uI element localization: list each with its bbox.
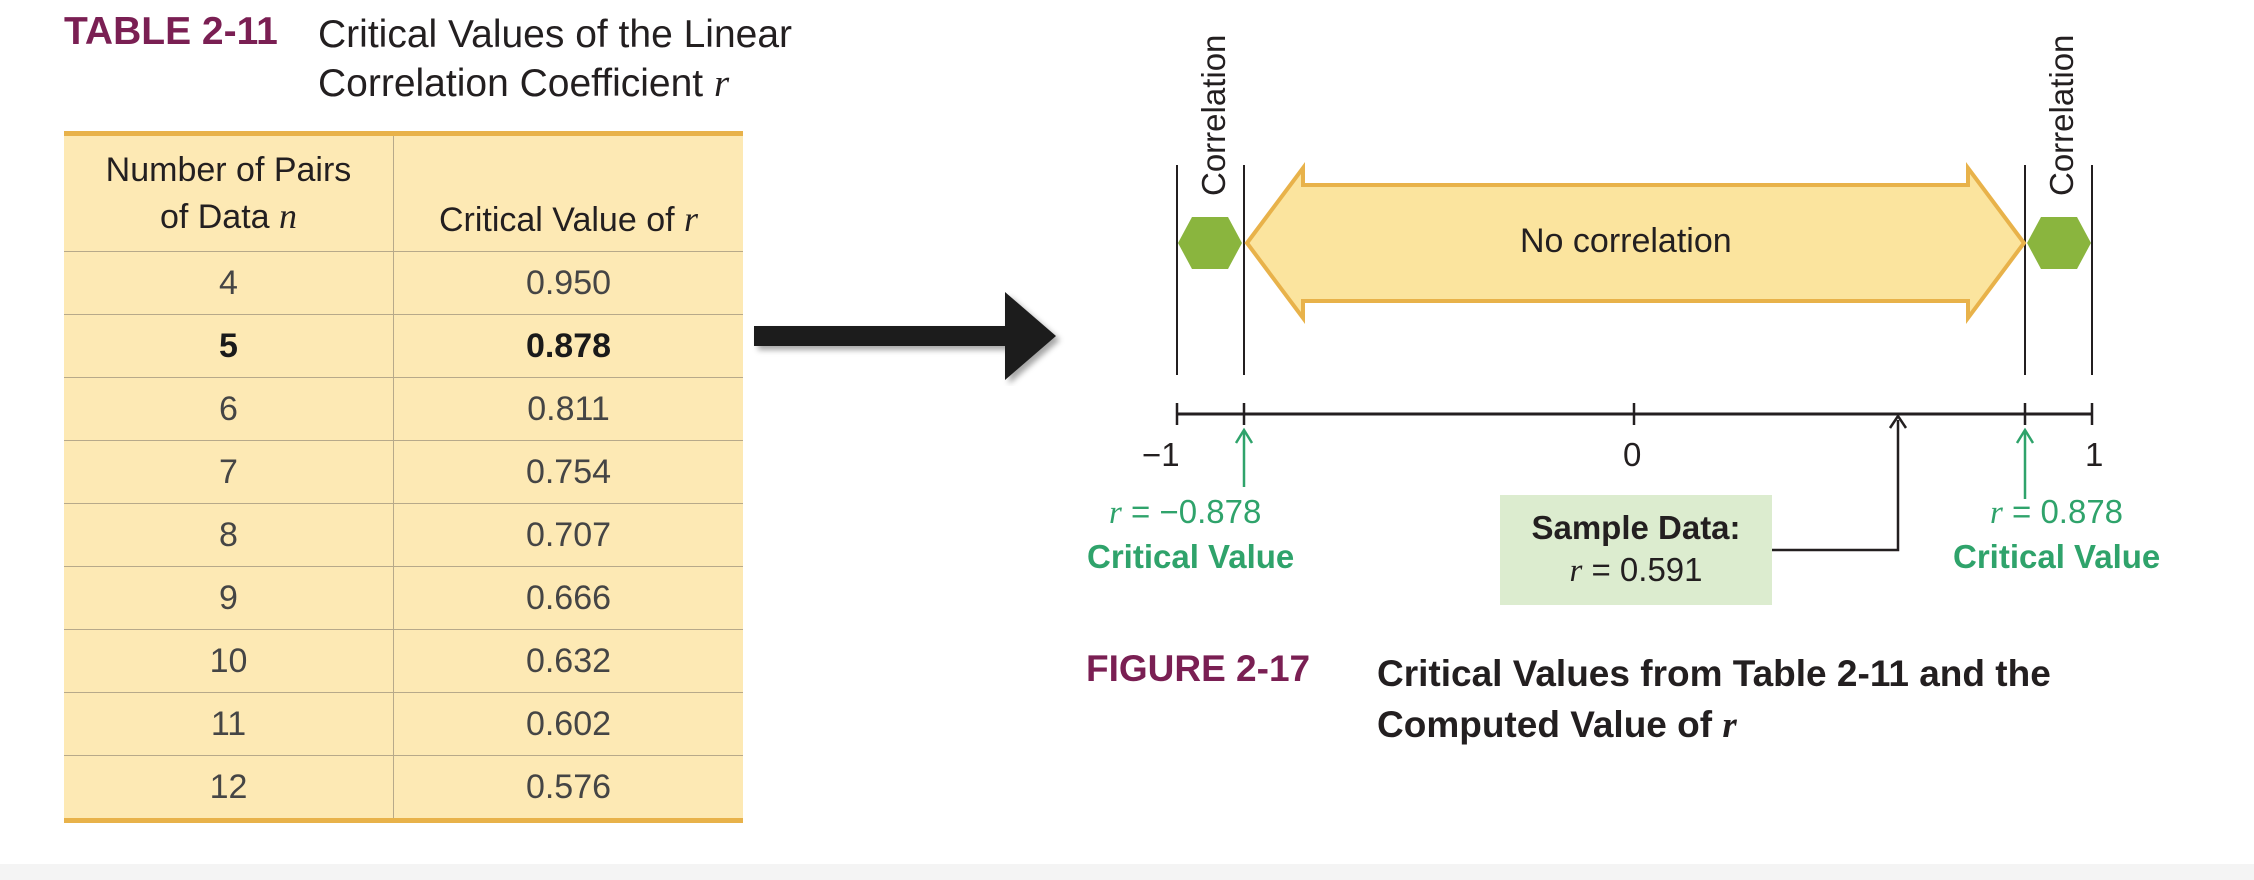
right-critical-arrowhead-icon (2015, 427, 2035, 444)
table-title-line2: Correlation Coefficient (318, 62, 704, 105)
no-correlation-arrow-icon (1244, 161, 2027, 325)
big-arrow-icon (754, 292, 1056, 380)
cell-pairs: 10 (64, 629, 394, 693)
left-critical-caption: Critical Value (1087, 538, 1295, 575)
right-critical-caption: Critical Value (1953, 538, 2161, 575)
right-critical-value: r = 0.878 (1990, 493, 2123, 532)
left-critical-value: r = −0.878 (1109, 493, 1261, 532)
cell-critical-value: 0.811 (393, 377, 743, 441)
figure-caption: Critical Values from Table 2-11 and the … (1377, 648, 2051, 751)
right-correlation-label: Correlation (2043, 34, 2080, 196)
table-header-row: Number of Pairs of Data n Critical Value… (64, 131, 743, 252)
sample-arrowhead-icon (1888, 413, 1908, 429)
header-pairs: Number of Pairs of Data n (64, 131, 394, 252)
tick-label-plus-one: 1 (2085, 436, 2104, 473)
header-critical-text: Critical Value of (438, 201, 675, 239)
cell-pairs: 8 (64, 503, 394, 567)
cell-critical-value: 0.632 (393, 629, 743, 693)
figure-caption-var: r (1722, 705, 1737, 746)
table-label: TABLE 2-11 (64, 10, 278, 53)
header-critical-var: r (684, 199, 699, 239)
cell-critical-value: 0.950 (393, 251, 743, 315)
cell-pairs: 9 (64, 566, 394, 630)
right-critical-var: r (1990, 495, 2003, 531)
cell-critical-value: 0.576 (393, 755, 743, 823)
sample-data-title: Sample Data: (1531, 509, 1741, 546)
table-title-line1: Critical Values of the Linear (318, 13, 793, 56)
cell-pairs: 5 (64, 314, 394, 378)
cell-critical-value: 0.754 (393, 440, 743, 504)
bottom-strip (0, 864, 2254, 880)
critical-values-table: Number of Pairs of Data n Critical Value… (64, 131, 743, 823)
tick-label-zero: 0 (1623, 436, 1642, 473)
cell-pairs: 6 (64, 377, 394, 441)
cell-critical-value: 0.602 (393, 692, 743, 756)
left-critical-arrowhead-icon (1234, 427, 1254, 444)
figure-caption-line1: Critical Values from Table 2-11 and the (1377, 653, 2051, 694)
sample-data-value: r = 0.591 (1500, 551, 1772, 590)
cell-pairs: 7 (64, 440, 394, 504)
left-correlation-arrow-icon (1178, 217, 1242, 269)
cell-critical-value: 0.666 (393, 566, 743, 630)
left-critical-var: r (1109, 495, 1122, 531)
table-title-var: r (714, 62, 730, 105)
figure-caption-line2: Computed Value of (1377, 704, 1713, 745)
sample-var: r (1569, 553, 1583, 589)
left-critical-value-text: = −0.878 (1131, 493, 1262, 530)
figure-label: FIGURE 2-17 (1086, 648, 1311, 689)
cell-pairs: 12 (64, 755, 394, 823)
header-pairs-line2: of Data (159, 198, 270, 236)
header-pairs-var: n (279, 196, 298, 236)
header-critical: Critical Value of r (393, 131, 743, 252)
cell-critical-value: 0.878 (393, 314, 743, 378)
left-correlation-label: Correlation (1195, 34, 1232, 196)
right-critical-value-text: = 0.878 (2012, 493, 2124, 530)
header-pairs-line1: Number of Pairs (105, 151, 352, 189)
sample-connector-line (1772, 420, 1900, 552)
table-title: Critical Values of the Linear Correlatio… (318, 10, 792, 108)
no-correlation-label: No correlation (1520, 222, 1732, 260)
cell-critical-value: 0.707 (393, 503, 743, 567)
sample-value-text: = 0.591 (1591, 551, 1703, 588)
right-correlation-arrow-icon (2027, 217, 2091, 269)
cell-pairs: 4 (64, 251, 394, 315)
tick-label-minus-one: −1 (1142, 436, 1180, 473)
sample-data-box: Sample Data: r = 0.591 (1500, 495, 1772, 605)
cell-pairs: 11 (64, 692, 394, 756)
